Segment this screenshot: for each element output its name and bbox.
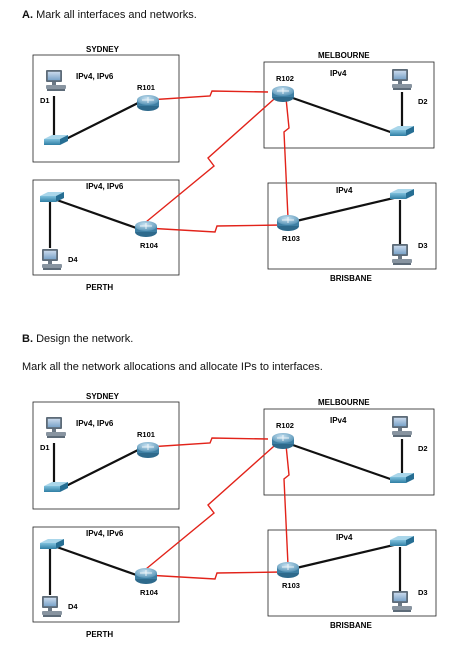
host-label-d4: D4 [68,255,78,264]
pc-icon [46,70,66,91]
protocol-label-sydney: IPv4, IPv6 [76,419,114,428]
lan-link-perth [53,544,143,579]
router-label-r102: R102 [276,74,294,83]
router-icon [271,432,295,450]
switch-icon [390,473,414,483]
protocol-label-melbourne: IPv4 [330,69,347,78]
pc-icon [392,416,412,437]
brisbane-site-box [267,529,437,617]
brisbane-site-box [267,182,437,270]
switch-icon [390,536,414,546]
router-icon [271,85,295,103]
lan-link-brisbane [291,542,399,571]
router-label-r104: R104 [140,588,159,597]
section-a-heading: A. Mark all interfaces and networks. [22,9,197,21]
protocol-label-perth: IPv4, IPv6 [86,529,124,538]
section-b-heading: B. Design the network. [22,333,134,345]
lan-link-melbourne [286,94,397,136]
pc-icon [392,69,412,90]
site-label-brisbane: BRISBANE [330,274,372,283]
pc-icon [392,591,412,612]
host-label-d4: D4 [68,602,78,611]
sydney-site-box [32,401,180,510]
wan-link-r104-r102 [145,438,283,570]
host-label-d2: D2 [418,97,428,106]
wan-link-r104-r103 [145,571,283,580]
router-icon [134,567,158,585]
host-label-d2: D2 [418,444,428,453]
pc-icon [46,417,66,438]
router-label-r102: R102 [276,421,294,430]
protocol-label-perth: IPv4, IPv6 [86,182,124,191]
router-icon [276,561,300,579]
lan-link-sydney [61,449,139,489]
melbourne-site-box [263,61,435,149]
site-label-perth: PERTH [86,630,113,639]
perth-site-box [32,526,180,623]
protocol-label-sydney: IPv4, IPv6 [76,72,114,81]
network-diagram-a: SYDNEY MELBOURNE PERTH BRISBANE IPv4, IP… [32,45,437,292]
router-icon [136,94,160,112]
lan-link-melbourne [286,441,397,483]
site-label-brisbane: BRISBANE [330,621,372,630]
protocol-label-brisbane: IPv4 [336,533,353,542]
wan-link-r104-r103 [145,224,283,233]
site-label-perth: PERTH [86,283,113,292]
wan-link-r104-r102 [145,91,283,223]
switch-icon [44,135,68,145]
router-icon [276,214,300,232]
site-label-sydney: SYDNEY [86,45,120,54]
protocol-label-melbourne: IPv4 [330,416,347,425]
wan-link-r102-r103 [283,97,290,219]
sydney-site-box [32,54,180,163]
section-b-instruction: Mark all the network allocations and all… [22,361,323,373]
site-label-sydney: SYDNEY [86,392,120,401]
lan-link-sydney [61,102,139,142]
network-diagram-b: SYDNEY MELBOURNE PERTH BRISBANE IPv4, IP… [32,392,437,639]
lan-link-perth [53,197,143,232]
site-label-melbourne: MELBOURNE [318,398,370,407]
switch-icon [390,126,414,136]
host-label-d3: D3 [418,588,428,597]
router-icon [134,220,158,238]
router-label-r103: R103 [282,234,300,243]
pc-icon [392,244,412,265]
switch-icon [44,482,68,492]
wan-link-r101-r102 [147,90,269,101]
host-label-d1: D1 [40,96,50,105]
router-label-r103: R103 [282,581,300,590]
pc-icon [42,249,62,270]
switch-icon [390,189,414,199]
site-label-melbourne: MELBOURNE [318,51,370,60]
router-label-r101: R101 [137,430,155,439]
router-label-r101: R101 [137,83,155,92]
protocol-label-brisbane: IPv4 [336,186,353,195]
host-label-d1: D1 [40,443,50,452]
router-icon [136,441,160,459]
host-label-d3: D3 [418,241,428,250]
melbourne-site-box [263,408,435,496]
router-label-r104: R104 [140,241,159,250]
perth-site-box [32,179,180,276]
pc-icon [42,596,62,617]
wan-link-r102-r103 [283,444,290,566]
wan-link-r101-r102 [147,437,269,448]
lan-link-brisbane [291,195,399,224]
